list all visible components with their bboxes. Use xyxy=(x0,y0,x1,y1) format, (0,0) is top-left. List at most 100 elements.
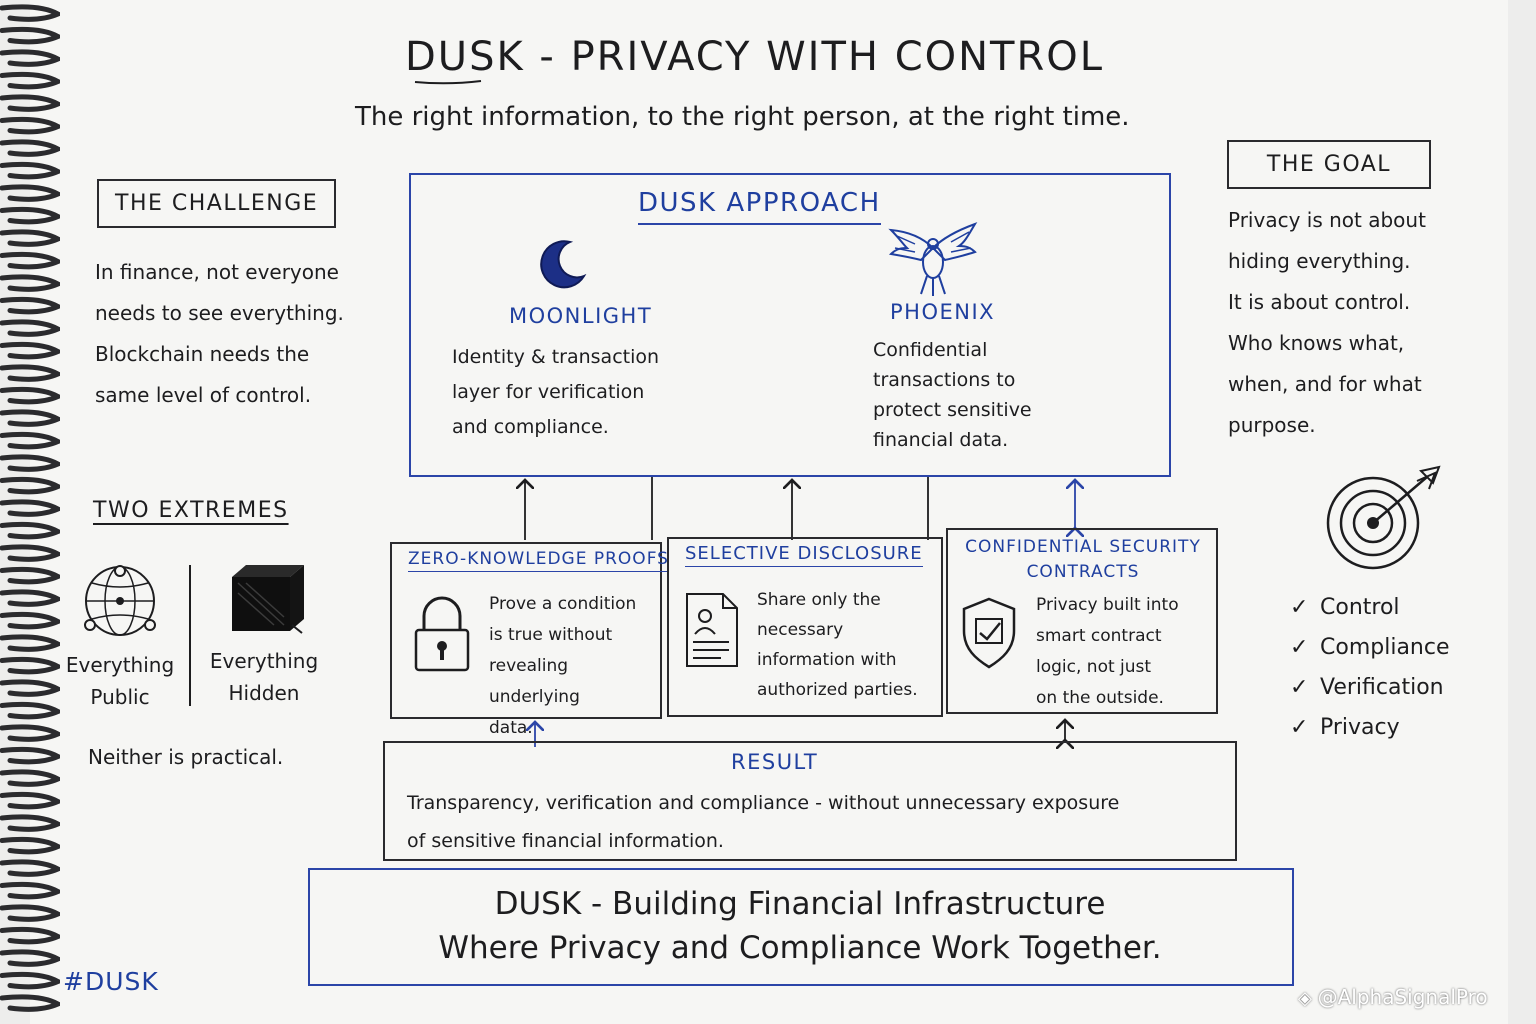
checklist-item: ✓Verification xyxy=(1290,668,1450,708)
selective-line: Share only the xyxy=(757,590,881,610)
binding-ring xyxy=(0,859,60,877)
zkp-line: revealing underlying xyxy=(489,656,580,707)
footer-box xyxy=(308,868,1294,986)
binding-ring xyxy=(0,949,60,967)
phoenix-line: protect sensitive xyxy=(873,399,1032,421)
binding-ring xyxy=(0,26,60,45)
challenge-heading: THE CHALLENGE xyxy=(115,191,319,216)
binding-ring xyxy=(0,71,60,90)
goal-text: Privacy is not about hiding everything. … xyxy=(1228,200,1518,446)
binding-ring xyxy=(0,386,60,405)
crescent-moon-icon xyxy=(540,240,587,289)
footer-line: Where Privacy and Compliance Work Togeth… xyxy=(438,930,1162,966)
challenge-line: same level of control. xyxy=(95,383,312,407)
notebook-page xyxy=(30,0,1508,1024)
page-title: DUSK - PRIVACY WITH CONTROL xyxy=(405,34,1105,80)
checklist-item: ✓ Compliance xyxy=(1290,628,1450,668)
checklist-label: Compliance xyxy=(1320,635,1450,660)
confidential-line: logic, not just xyxy=(1036,657,1152,677)
binding-ring xyxy=(0,4,60,22)
footer-statement: DUSK - Building Financial Infrastructure… xyxy=(310,882,1290,970)
binding-ring xyxy=(0,611,60,630)
binding-ring xyxy=(0,139,60,157)
checkmark-icon: ✓ xyxy=(1290,715,1309,740)
confidential-heading-line: CONFIDENTIAL SECURITY xyxy=(965,537,1201,557)
extremes-heading: TWO EXTREMES xyxy=(93,498,289,523)
binding-ring xyxy=(0,251,60,270)
checklist-item: ✓Control xyxy=(1290,588,1450,628)
binding-ring xyxy=(0,409,60,427)
confidential-line: on the outside. xyxy=(1036,688,1164,708)
watermark-icon: ◈ xyxy=(1298,988,1318,1009)
binding-ring xyxy=(0,544,60,562)
binding-ring xyxy=(0,724,60,742)
binding-ring xyxy=(0,904,60,922)
title-underline xyxy=(414,80,482,85)
binding-ring xyxy=(0,94,60,112)
binding-ring xyxy=(0,589,60,607)
approach-box xyxy=(409,173,1171,477)
hidden-line: Everything xyxy=(209,649,319,673)
goal-line: when, and for what xyxy=(1228,372,1422,396)
approach-heading: DUSK APPROACH xyxy=(638,188,881,225)
shield-icon xyxy=(962,597,1016,669)
checklist-item: ✓ Privacy xyxy=(1290,708,1450,748)
goal-heading-box: THE GOAL xyxy=(1227,140,1431,189)
everything-hidden-label: Everything Hidden xyxy=(205,645,323,709)
confidential-line: smart contract xyxy=(1036,626,1162,646)
phoenix-line: transactions to xyxy=(873,369,1016,391)
public-line: Public xyxy=(90,685,150,709)
result-line: of sensitive financial information. xyxy=(407,830,724,852)
target-icon xyxy=(1326,465,1441,570)
binding-ring xyxy=(0,769,60,787)
binding-ring xyxy=(0,994,60,1012)
moonlight-title: MOONLIGHT xyxy=(509,304,653,328)
binding-ring xyxy=(0,521,60,540)
goal-line: Privacy is not about xyxy=(1228,208,1426,232)
moonlight-line: and compliance. xyxy=(452,416,609,438)
binding-ring xyxy=(0,836,60,855)
goal-heading: THE GOAL xyxy=(1266,152,1392,177)
binding-ring xyxy=(0,454,60,472)
phoenix-title: PHOENIX xyxy=(890,300,996,324)
selective-line: information with xyxy=(757,650,897,670)
zkp-box xyxy=(390,542,662,719)
binding-ring xyxy=(0,476,60,495)
zkp-line: is true without xyxy=(489,625,613,645)
binding-ring xyxy=(0,229,60,247)
phoenix-description: Confidential transactions to protect sen… xyxy=(873,335,1133,455)
confidential-contracts-heading: CONFIDENTIAL SECURITY CONTRACTS xyxy=(950,535,1216,585)
padlock-icon xyxy=(414,596,470,672)
checkmark-icon: ✓ xyxy=(1290,595,1309,620)
binding-ring xyxy=(0,274,60,292)
binding-ring xyxy=(0,296,60,315)
binding-ring xyxy=(0,364,60,382)
hidden-line: Hidden xyxy=(228,681,300,705)
binding-ring xyxy=(0,634,60,652)
binding-ring xyxy=(0,161,60,180)
binding-ring xyxy=(0,746,60,765)
binding-ring xyxy=(0,499,60,517)
selective-disclosure-description: Share only the necessary information wit… xyxy=(757,585,939,705)
result-text: Transparency, verification and complianc… xyxy=(407,784,1227,860)
phoenix-bird-icon xyxy=(888,222,978,296)
confidential-heading-line: CONTRACTS xyxy=(1026,562,1140,582)
challenge-line: needs to see everything. xyxy=(95,301,344,325)
binding-ring xyxy=(0,566,60,585)
moonlight-description: Identity & transaction layer for verific… xyxy=(452,340,712,445)
extremes-note: Neither is practical. xyxy=(88,745,284,769)
watermark-text: @AlphaSignalPro xyxy=(1317,985,1488,1009)
goal-line: It is about control. xyxy=(1228,290,1411,314)
phoenix-line: Confidential xyxy=(873,339,988,361)
checkmark-icon: ✓ xyxy=(1290,675,1309,700)
binding-ring xyxy=(0,116,60,135)
checklist-label: Privacy xyxy=(1320,715,1400,740)
binding-ring xyxy=(0,431,60,450)
goal-line: hiding everything. xyxy=(1228,249,1411,273)
checkmark-icon: ✓ xyxy=(1290,635,1309,660)
confidential-line: Privacy built into xyxy=(1036,595,1179,615)
challenge-line: In finance, not everyone xyxy=(95,260,339,284)
binding-ring xyxy=(0,701,60,720)
zkp-description: Prove a condition is true without reveal… xyxy=(489,589,659,744)
goal-line: purpose. xyxy=(1228,413,1316,437)
